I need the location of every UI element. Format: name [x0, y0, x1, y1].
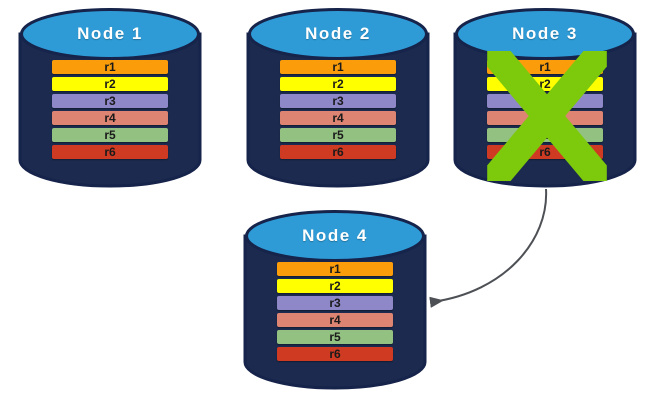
row-bar[interactable]: r5	[52, 128, 168, 142]
node-4-rows: r1 r2 r3 r4 r5 r6	[245, 262, 425, 364]
row-bar[interactable]: r6	[277, 347, 393, 361]
row-bar[interactable]: r4	[277, 313, 393, 327]
row-bar[interactable]: r2	[52, 77, 168, 91]
row-bar[interactable]: r2	[280, 77, 396, 91]
row-bar[interactable]: r1	[277, 262, 393, 276]
row-bar[interactable]: r3	[277, 296, 393, 310]
node-2-rows: r1 r2 r3 r4 r5 r6	[248, 60, 428, 162]
row-bar[interactable]: r6	[280, 145, 396, 159]
arrow-path	[429, 188, 548, 308]
row-bar[interactable]: r2	[277, 279, 393, 293]
row-bar[interactable]: r1	[280, 60, 396, 74]
row-bar[interactable]: r3	[280, 94, 396, 108]
node-1-rows: r1 r2 r3 r4 r5 r6	[20, 60, 200, 162]
row-bar[interactable]: r5	[280, 128, 396, 142]
row-bar[interactable]: r6	[52, 145, 168, 159]
row-bar[interactable]: r1	[52, 60, 168, 74]
row-bar[interactable]: r4	[52, 111, 168, 125]
row-bar[interactable]: r4	[280, 111, 396, 125]
row-bar[interactable]: r5	[277, 330, 393, 344]
cylinder-top	[248, 8, 428, 60]
cylinder-top	[245, 210, 425, 262]
row-bar[interactable]: r3	[52, 94, 168, 108]
cylinder-top	[20, 8, 200, 60]
